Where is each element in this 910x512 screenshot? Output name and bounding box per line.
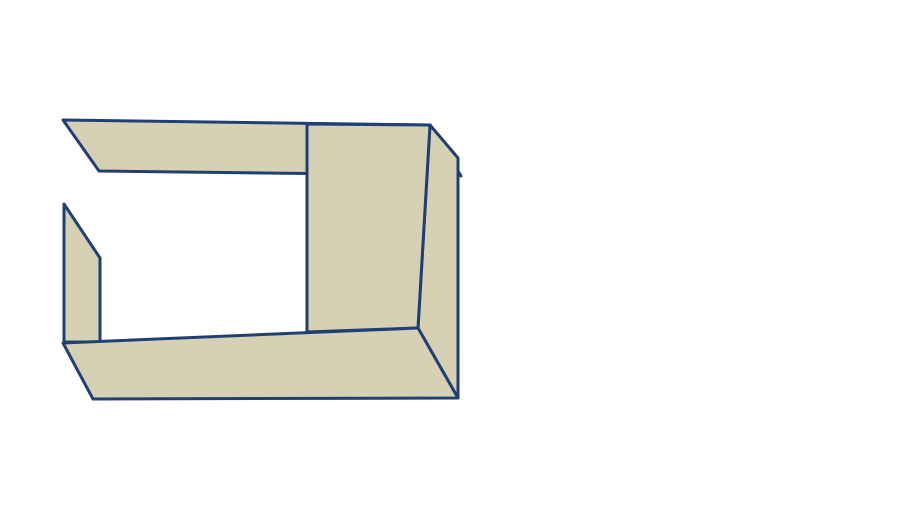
bottom-panel: [61, 326, 460, 401]
right-edge-tick: [456, 169, 463, 178]
left-flap: [62, 202, 102, 344]
back-panel: [305, 122, 432, 334]
